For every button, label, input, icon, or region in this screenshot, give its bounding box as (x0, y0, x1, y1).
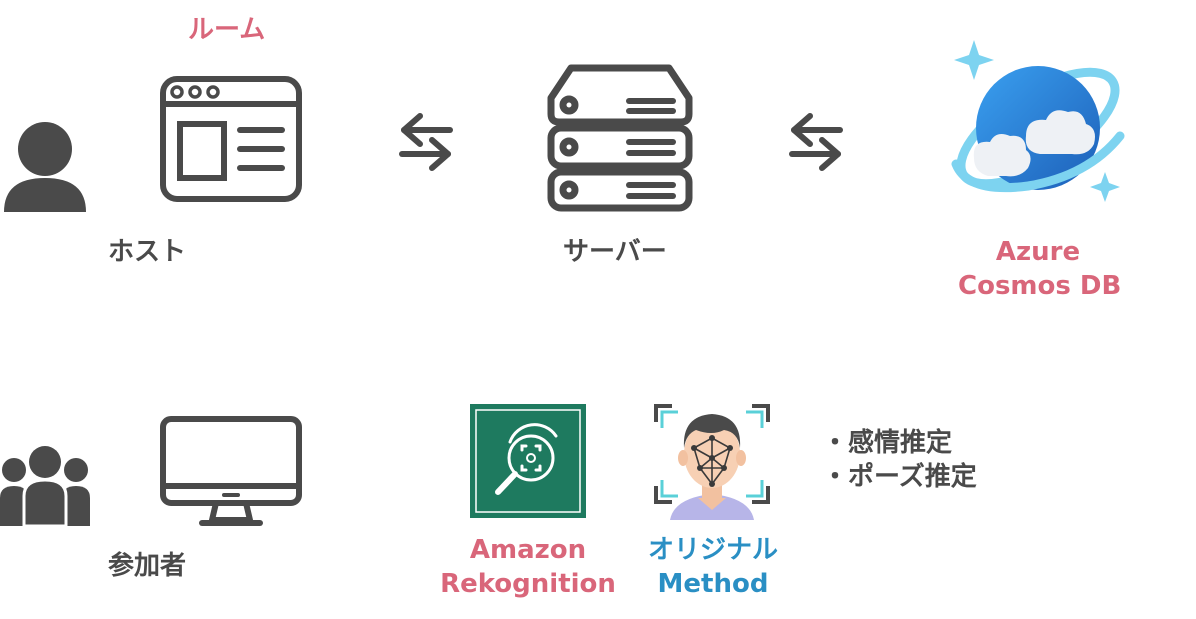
host-label: ホスト (108, 237, 187, 267)
feature-item-emotion: ・感情推定 (822, 428, 953, 458)
participant-label: 参加者 (108, 551, 187, 581)
browser-window-icon (160, 76, 302, 202)
exchange-arrows-icon (789, 113, 843, 171)
original-method-label-line1: オリジナル (647, 535, 778, 565)
server-icon (547, 64, 693, 212)
rekognition-label-line1: Amazon (469, 535, 587, 565)
server-label: サーバー (563, 237, 667, 267)
room-label: ルーム (188, 15, 266, 45)
face-recognition-icon (654, 404, 770, 520)
rekognition-label-line2: Rekognition (440, 569, 616, 599)
exchange-arrows-icon (399, 113, 453, 171)
db-label-line1: Azure (995, 237, 1081, 267)
participants-group-icon (0, 446, 90, 528)
cosmos-db-icon (951, 40, 1125, 202)
feature-list: ・感情推定 ・ポーズ推定 (822, 426, 977, 494)
feature-item-pose: ・ポーズ推定 (822, 462, 977, 492)
db-label-line2: Cosmos DB (958, 271, 1122, 301)
original-method-label-line2: Method (657, 569, 769, 599)
host-user-icon (4, 122, 86, 212)
rekognition-icon (470, 404, 586, 518)
monitor-icon (160, 416, 302, 526)
